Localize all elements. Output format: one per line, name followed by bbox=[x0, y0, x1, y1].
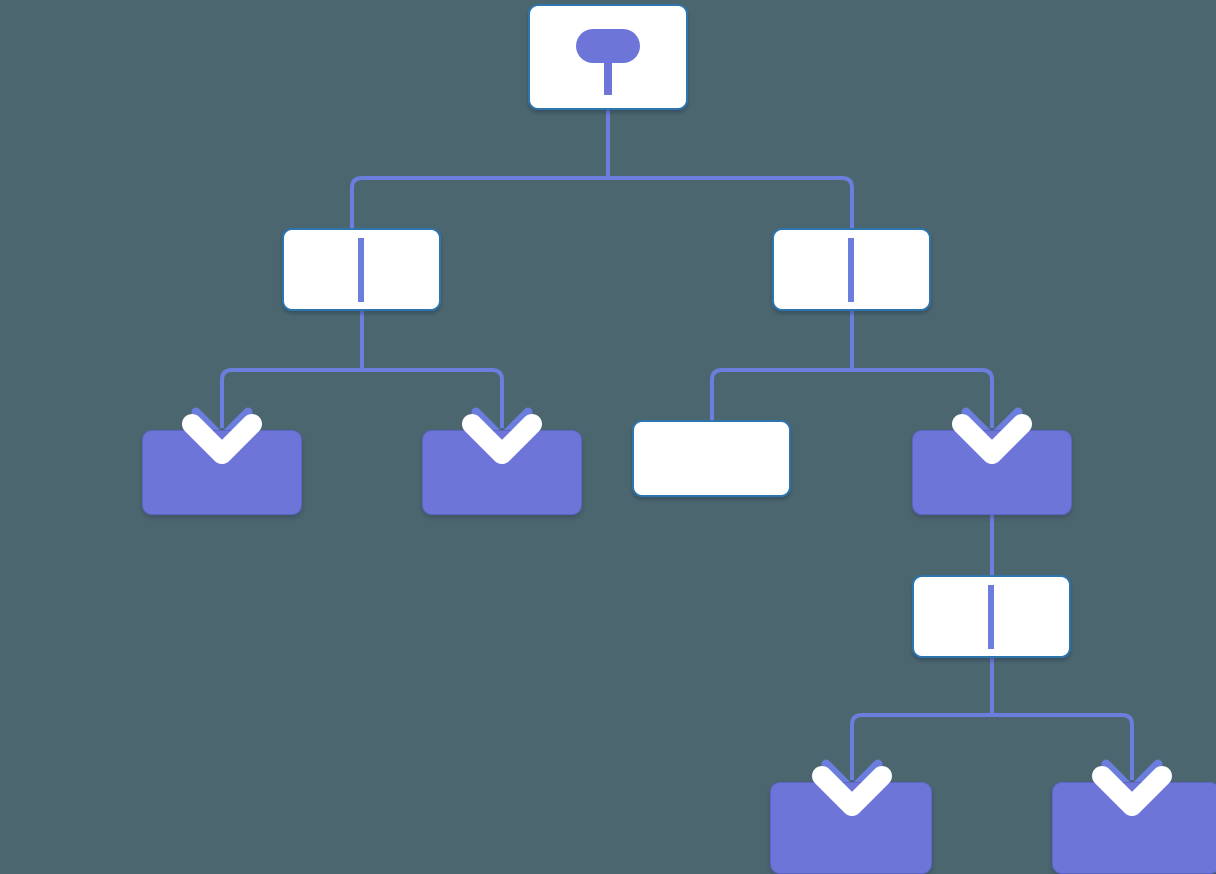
node-level3-c[interactable] bbox=[632, 420, 791, 497]
edge-l2a-to-l3b bbox=[362, 368, 504, 428]
edge-root-to-l2a bbox=[350, 176, 608, 228]
node-level2-left[interactable] bbox=[282, 228, 441, 311]
node-level3-b[interactable] bbox=[422, 430, 582, 515]
edge-l2b-to-l3c bbox=[710, 368, 852, 420]
pin-glyph bbox=[530, 6, 686, 108]
node-level2-right[interactable] bbox=[772, 228, 931, 311]
node-level4[interactable] bbox=[912, 575, 1071, 658]
node-root[interactable] bbox=[528, 4, 688, 110]
node-level5-b[interactable] bbox=[1052, 782, 1216, 874]
edge-l2b-to-l3d bbox=[852, 368, 994, 428]
edge-l4-to-l5b bbox=[992, 713, 1134, 780]
node-level3-a[interactable] bbox=[142, 430, 302, 515]
edge-root-to-l2b bbox=[608, 176, 854, 228]
node-level5-a[interactable] bbox=[770, 782, 932, 874]
node-level3-d[interactable] bbox=[912, 430, 1072, 515]
edge-l4-to-l5a bbox=[850, 713, 992, 780]
edge-l2a-to-l3a bbox=[220, 368, 362, 428]
